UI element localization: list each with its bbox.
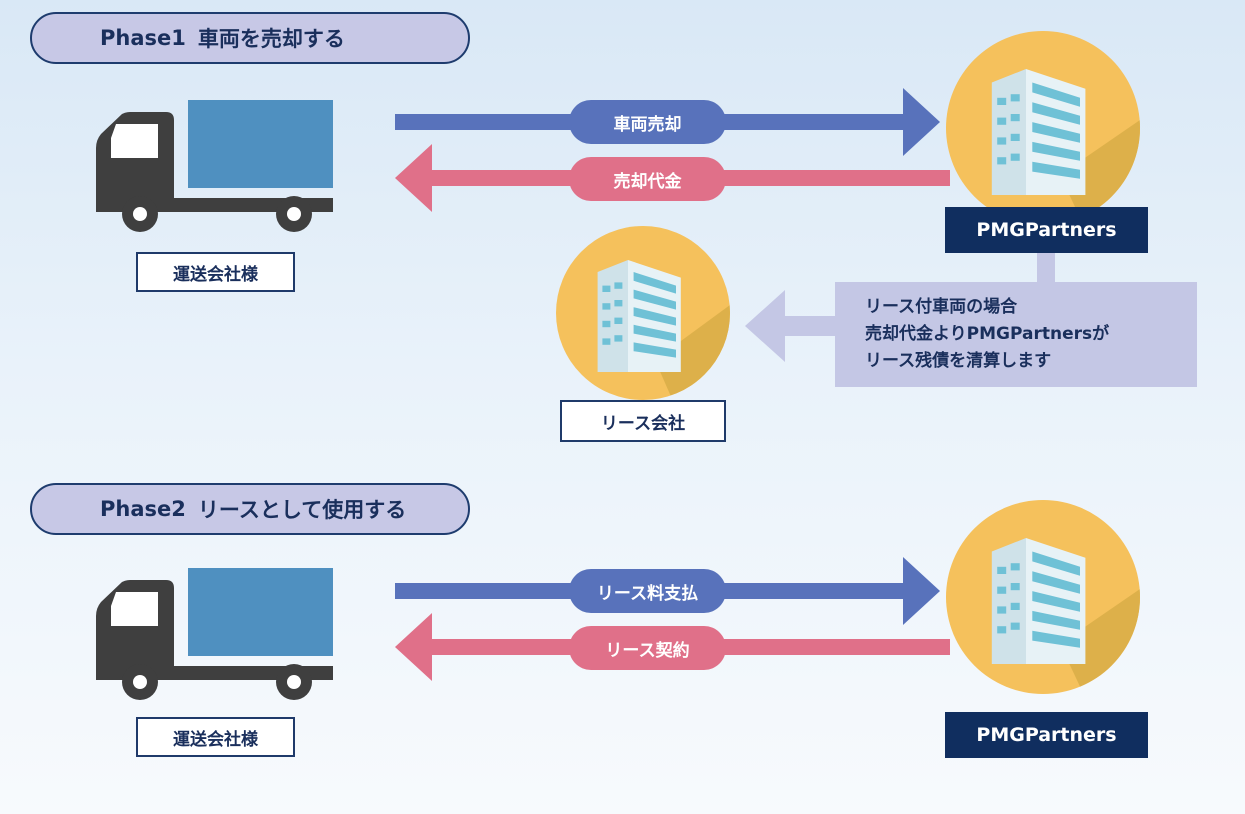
note-line-2-brand: PMGPartners (966, 324, 1093, 344)
lease-company-label: リース会社 (560, 400, 726, 442)
truck-icon (96, 568, 333, 700)
arrow-lease-settlement (745, 290, 837, 362)
phase2-header: Phase2 リースとして使用する (30, 483, 470, 535)
note-line-1: リース付車両の場合 (865, 297, 1018, 317)
vehicle-sale-label: 車両売却 (569, 100, 726, 144)
note-line-2: 売却代金よりPMGPartnersが (865, 321, 1197, 348)
phase1-header: Phase1 車両を売却する (30, 12, 470, 64)
phase1-title: 車両を売却する (197, 27, 345, 51)
phase2-name: Phase2 (100, 497, 186, 521)
note-connector (1037, 252, 1055, 284)
client-label: 運送会社様 (136, 717, 295, 757)
sale-proceeds-label: 売却代金 (569, 157, 726, 201)
note-line-2-prefix: 売却代金より (865, 324, 967, 344)
note-line-3: リース残債を清算します (865, 351, 1052, 371)
lease-contract-label: リース契約 (569, 626, 726, 670)
lease-note: リース付車両の場合 売却代金よりPMGPartnersが リース残債を清算します (835, 282, 1197, 387)
lease-payment-label: リース料支払 (569, 569, 726, 613)
partner-label: PMGPartners (945, 712, 1148, 758)
client-label: 運送会社様 (136, 252, 295, 292)
partner-label: PMGPartners (945, 207, 1148, 253)
partner-building-icon (946, 500, 1140, 694)
phase1-name: Phase1 (100, 26, 186, 50)
truck-icon (96, 100, 333, 232)
phase2-title: リースとして使用する (197, 498, 407, 522)
note-line-2-suffix: が (1092, 324, 1110, 344)
